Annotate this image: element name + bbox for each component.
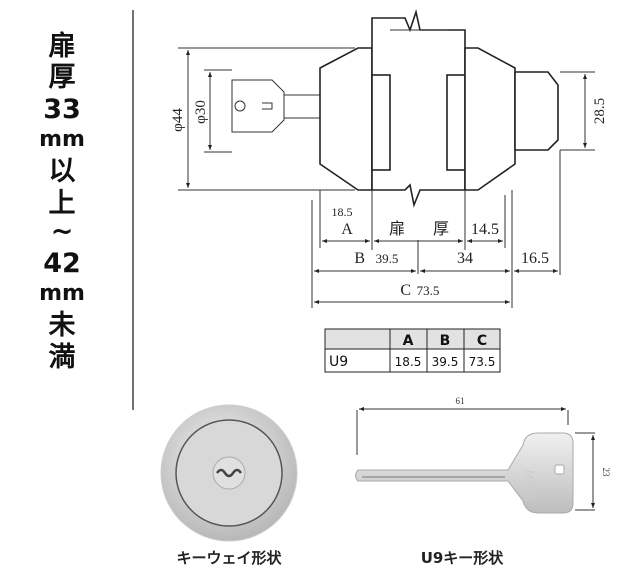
table-header: A <box>403 333 414 349</box>
dimension-table: A B C U9 18.5 39.5 73.5 <box>324 328 501 373</box>
door-label-2: 厚 <box>433 221 449 238</box>
label-char: 扉 <box>49 31 76 62</box>
label-char: mm <box>39 127 85 152</box>
thumbturn <box>514 71 559 151</box>
dim-c: C <box>400 282 411 299</box>
key-brand: MIWA <box>523 470 536 501</box>
key-height-dim: 23 <box>601 468 611 478</box>
label-char: 上 <box>49 188 76 219</box>
dim-a: A <box>341 221 353 238</box>
table-header: B <box>440 333 451 349</box>
label-char: mm <box>39 281 85 306</box>
door-thickness-label: 扉 厚 33 mm 以 上 ~ 42 mm 未 満 <box>39 31 85 373</box>
label-char: 42 <box>43 248 81 279</box>
label-char: 33 <box>43 94 81 125</box>
table-cell: 73.5 <box>469 355 496 369</box>
dim-phi30: φ30 <box>193 100 209 124</box>
table-cell: 18.5 <box>395 355 422 369</box>
outer-escutcheon <box>319 47 373 191</box>
dim-14-5: 14.5 <box>471 221 499 238</box>
table-header: C <box>477 333 487 349</box>
label-char: 以 <box>49 156 76 187</box>
label-char: ~ <box>51 216 74 247</box>
inner-escutcheon <box>464 47 516 191</box>
keyway-caption: キーウェイ形状 <box>176 549 282 567</box>
dim-16-5: 16.5 <box>521 250 549 267</box>
dim-a-value: 18.5 <box>332 205 353 219</box>
lock-cross-section <box>231 9 559 208</box>
dim-b: B <box>354 250 365 267</box>
label-char: 未 <box>49 310 76 341</box>
label-char: 満 <box>49 342 76 373</box>
keyway-image <box>160 404 298 542</box>
key-outline <box>231 79 320 133</box>
dim-c-value: 73.5 <box>417 283 440 298</box>
dim-28-5: 28.5 <box>592 98 608 124</box>
dim-phi44: φ44 <box>170 108 186 132</box>
door-label-1: 扉 <box>389 220 405 238</box>
table-cell: 39.5 <box>432 355 459 369</box>
key-length-dim: 61 <box>456 396 465 406</box>
key-caption: U9キー形状 <box>421 549 505 567</box>
key-image: MIWA <box>355 407 595 514</box>
table-cell: U9 <box>329 354 348 370</box>
dim-34: 34 <box>457 250 473 267</box>
label-char: 厚 <box>49 62 76 93</box>
dim-b-value: 39.5 <box>376 251 399 266</box>
